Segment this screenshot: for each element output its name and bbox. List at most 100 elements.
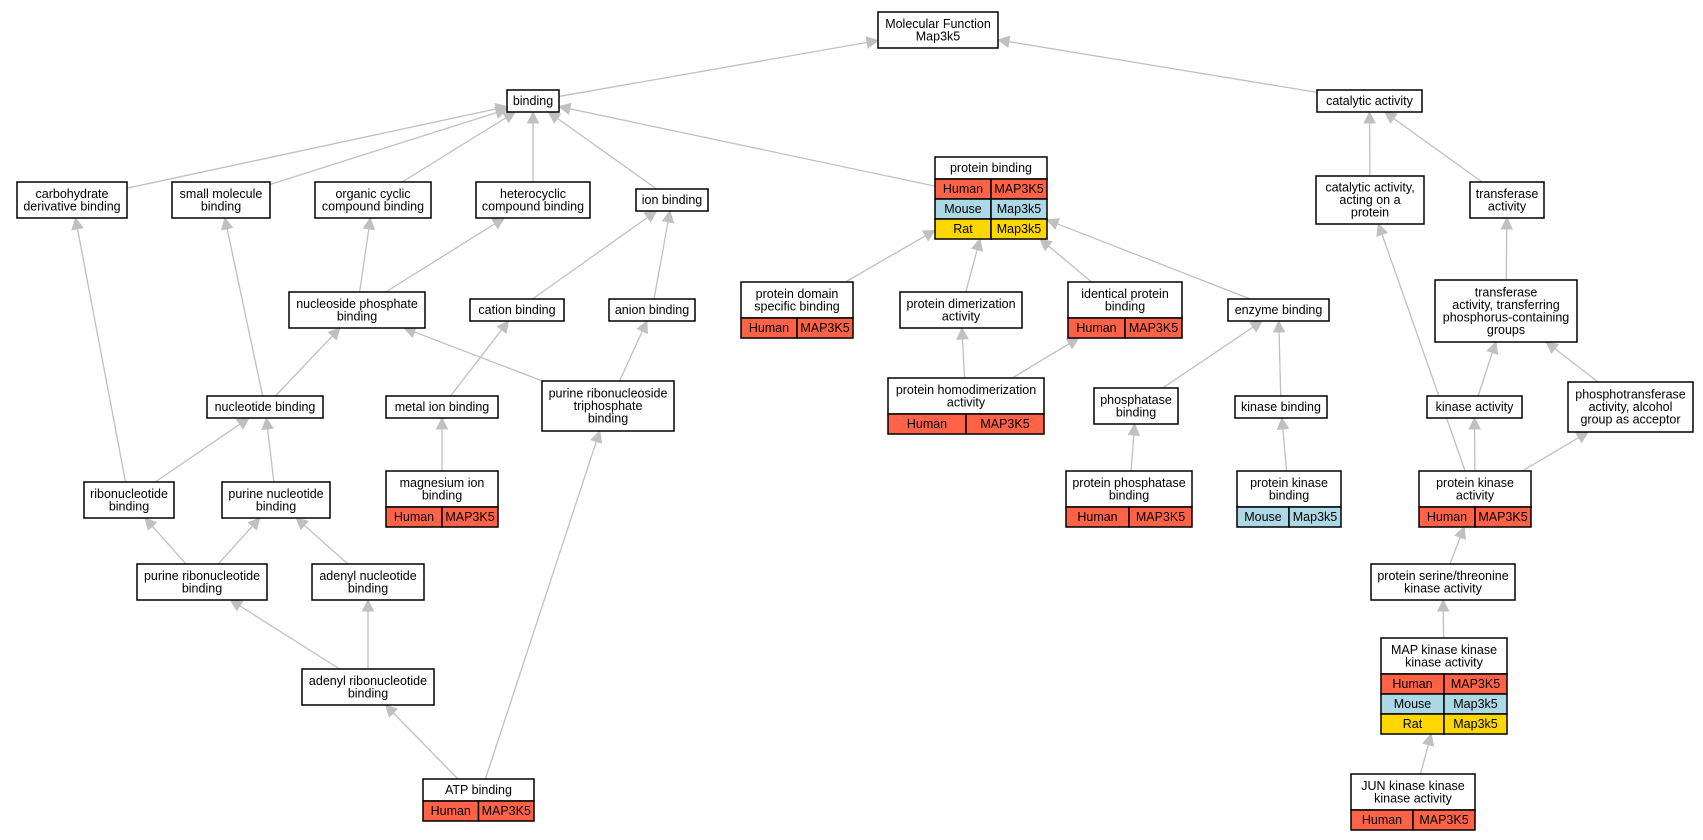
species-name: Human	[907, 417, 947, 431]
edge-line	[1282, 428, 1288, 472]
term-label-line: binding	[109, 499, 149, 513]
term-label-line: catalytic activity,	[1325, 181, 1414, 195]
term-label-line: binding	[422, 488, 462, 502]
term-label-line: transferase	[1476, 187, 1539, 201]
node-box	[475, 181, 591, 219]
arrowhead	[590, 429, 603, 444]
edge-line	[1048, 245, 1092, 283]
gene-symbol: MAP3K5	[445, 510, 494, 524]
arrowhead	[221, 216, 234, 231]
gene-symbol: MAP3K5	[1129, 321, 1178, 335]
node-box	[1236, 470, 1342, 508]
edge-line	[557, 117, 657, 190]
edge-atp-binding-to-purine-ribonucleoside-triphosphate-binding	[484, 429, 603, 780]
arrowhead	[1065, 337, 1080, 350]
species-name: Human	[1077, 510, 1117, 524]
arrowhead	[327, 327, 341, 341]
edge-line	[1477, 352, 1494, 397]
arrowhead	[1039, 238, 1053, 252]
edge-phosphatase-binding-to-enzyme-binding	[1162, 320, 1264, 389]
term-label-line: kinase activity	[1404, 581, 1483, 595]
edge-line	[1012, 343, 1070, 379]
arrowhead	[1383, 111, 1398, 124]
arrowhead	[1249, 320, 1264, 333]
term-label-line: binding	[201, 199, 241, 213]
arrowhead	[491, 217, 506, 230]
term-label-line: activity	[942, 309, 981, 323]
term-label-line: kinase activity	[1436, 400, 1515, 414]
gene-symbol: MAP3K5	[980, 417, 1029, 431]
term-label-line: heterocyclic	[500, 187, 566, 201]
gene-cell	[441, 506, 499, 528]
species-name: Human	[943, 182, 983, 196]
node-box	[1370, 563, 1516, 601]
arrowhead	[144, 517, 158, 531]
node-box	[288, 291, 426, 329]
term-label-line: compound binding	[322, 199, 424, 213]
term-label-line: protein binding	[950, 161, 1032, 175]
term-label-line: MAP kinase kinase	[1391, 643, 1497, 657]
edge-magnesium-ion-binding-to-metal-ion-binding	[435, 416, 449, 471]
edge-line	[274, 335, 333, 397]
edge-line	[1130, 434, 1135, 472]
edge-line	[126, 108, 497, 189]
term-label-line: protein dimerization	[906, 297, 1015, 311]
edge-line	[569, 108, 936, 187]
species-name: Mouse	[1394, 697, 1432, 711]
node-box	[83, 481, 175, 519]
edge-line	[965, 249, 978, 293]
arrowhead	[494, 106, 509, 119]
node-box	[608, 298, 696, 322]
arrowhead	[557, 102, 572, 116]
edge-purine-ribonucleoside-triphosphate-binding-to-nucleoside-phosphate-binding	[403, 326, 543, 382]
gene-cell	[477, 800, 535, 822]
node-box	[1227, 298, 1330, 322]
term-label-line: catalytic activity	[1326, 94, 1414, 108]
arrowhead	[435, 416, 449, 430]
edge-kinase-binding-to-enzyme-binding	[1272, 319, 1286, 397]
node-box	[1380, 637, 1508, 675]
edge-adenyl-nucleotide-binding-to-purine-nucleotide-binding	[295, 517, 349, 565]
term-label-line: activity, alcohol	[1589, 400, 1673, 414]
arrowhead	[496, 320, 510, 334]
node-box	[506, 89, 560, 113]
node-box	[221, 481, 331, 519]
edge-catalytic-activity-to-molecular-function	[996, 35, 1318, 94]
edge-protein-homodimerization-activity-to-identical-protein-binding	[1012, 337, 1080, 379]
term-label-line: binding	[348, 581, 388, 595]
edge-line	[76, 228, 127, 483]
node-box	[635, 188, 709, 212]
arrowhead	[1500, 216, 1514, 230]
species-name: Human	[431, 804, 471, 818]
term-label-line: derivative binding	[23, 199, 120, 213]
term-label-line: carbohydrate	[36, 187, 109, 201]
term-label-line: protein domain	[756, 287, 839, 301]
edge-line	[484, 441, 597, 780]
arrowhead	[502, 111, 517, 124]
gene-symbol: Map3k5	[997, 222, 1042, 236]
edge-line	[414, 331, 543, 382]
gene-symbol: MAP3K5	[1478, 510, 1527, 524]
term-label-line: binding	[1269, 488, 1309, 502]
node-box	[1065, 470, 1193, 508]
edge-line	[618, 330, 643, 382]
edge-line	[1521, 437, 1580, 472]
species-name: Mouse	[1244, 510, 1282, 524]
edge-purine-ribonucleotide-binding-to-ribonucleotide-binding	[144, 517, 187, 565]
edge-protein-kinase-activity-to-catalytic-activity-acting-on-a-protein	[1376, 222, 1466, 472]
go-term-node-kinase-binding: kinase binding	[1234, 395, 1328, 419]
